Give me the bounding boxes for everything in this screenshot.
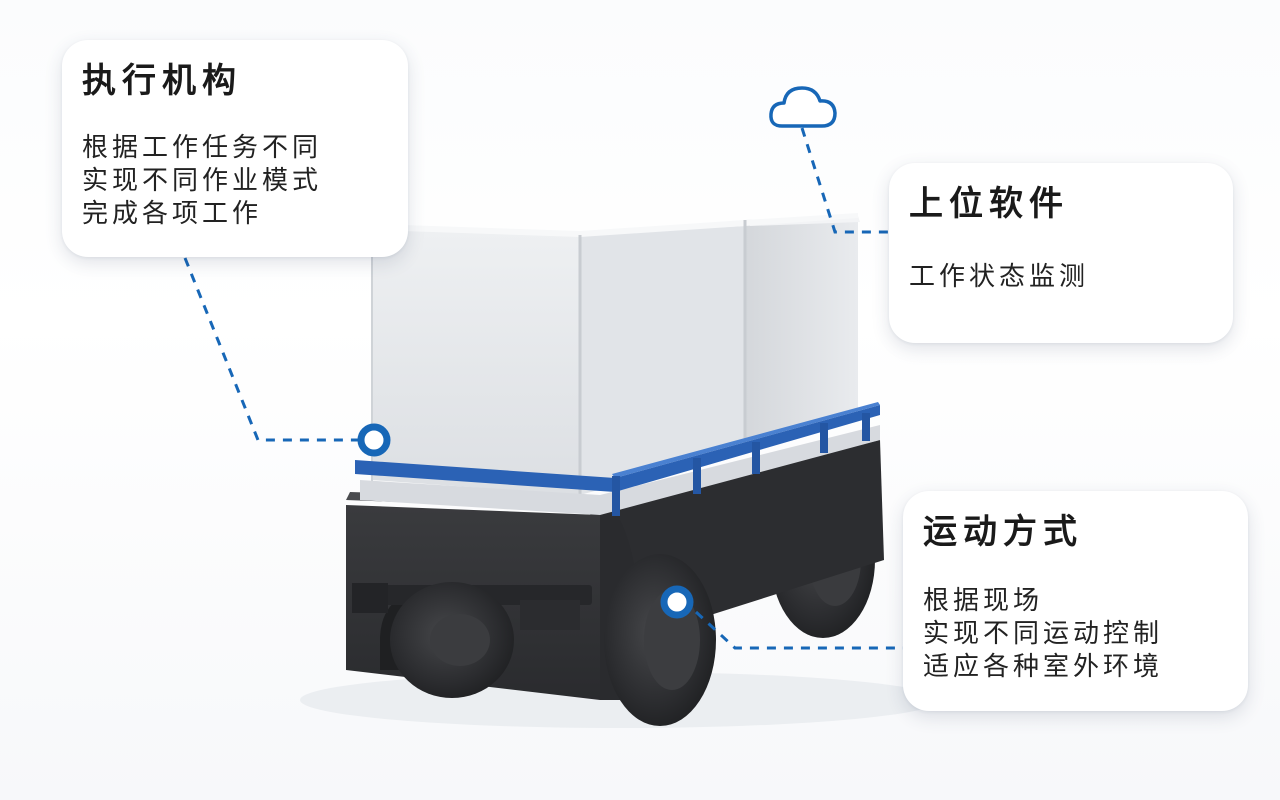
actuator-card: 执行机构 根据工作任务不同 实现不同作业模式 完成各项工作: [62, 40, 408, 257]
front-right-wheel: [604, 554, 716, 726]
connector-software: [800, 127, 889, 234]
actuator-title: 执行机构: [82, 61, 242, 101]
motion-line: 适应各种室外环境: [923, 652, 1164, 682]
motion-line: 实现不同运动控制: [923, 619, 1164, 649]
software-title: 上位软件: [909, 184, 1069, 224]
cargo-boxes: [371, 213, 860, 495]
actuator-line: 实现不同作业模式: [82, 166, 323, 196]
actuator-line: 根据工作任务不同: [82, 133, 323, 163]
actuator-line: 完成各项工作: [82, 199, 263, 229]
motion-title: 运动方式: [923, 512, 1083, 552]
motion-description: 根据现场 实现不同运动控制 适应各种室外环境: [923, 585, 1248, 684]
connector-actuator: [183, 257, 360, 442]
front-left-wheel: [390, 582, 514, 698]
motion-card: 运动方式 根据现场 实现不同运动控制 适应各种室外环境: [903, 491, 1248, 711]
connector-motion: [694, 610, 903, 650]
software-description: 工作状态监测: [909, 261, 1233, 294]
software-card: 上位软件 工作状态监测: [889, 163, 1233, 343]
connector-lines: [183, 127, 903, 650]
software-line: 工作状态监测: [909, 262, 1090, 292]
blue-rail: [355, 402, 880, 516]
actuator-description: 根据工作任务不同 实现不同作业模式 完成各项工作: [82, 132, 408, 231]
motion-line: 根据现场: [923, 586, 1044, 616]
